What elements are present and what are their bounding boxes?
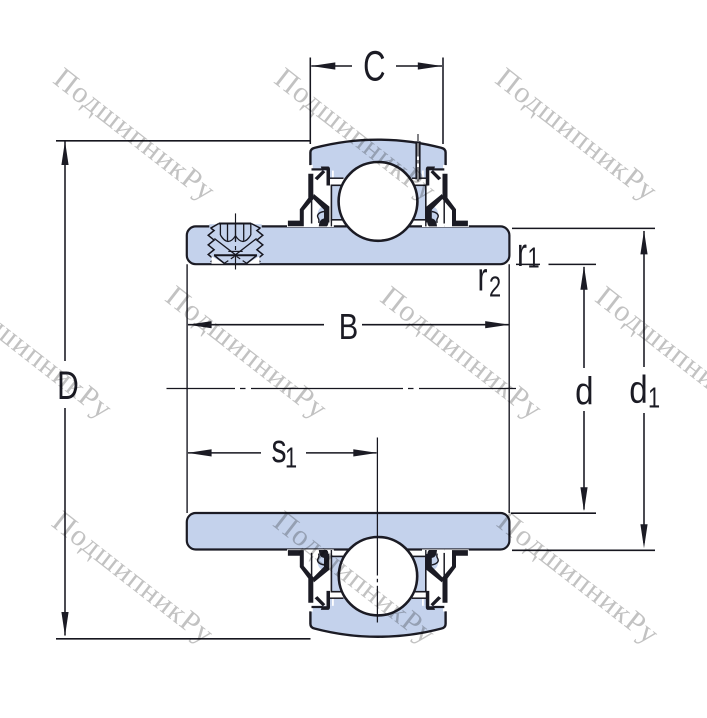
svg-text:d: d xyxy=(575,369,593,413)
svg-text:r: r xyxy=(478,255,488,299)
svg-text:B: B xyxy=(339,307,358,348)
svg-text:s: s xyxy=(272,427,287,471)
svg-text:1: 1 xyxy=(285,443,297,475)
svg-text:C: C xyxy=(363,42,385,90)
svg-text:1: 1 xyxy=(527,243,539,275)
svg-text:r: r xyxy=(517,231,527,275)
svg-text:d: d xyxy=(629,367,647,411)
svg-text:2: 2 xyxy=(489,272,501,304)
svg-text:D: D xyxy=(57,364,79,408)
svg-text:1: 1 xyxy=(648,383,660,415)
